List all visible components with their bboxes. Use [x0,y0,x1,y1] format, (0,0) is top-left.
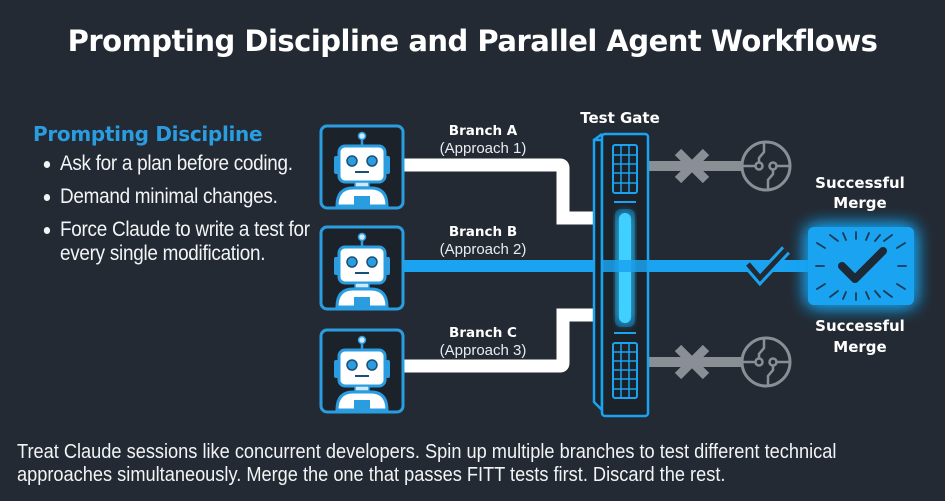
branch-c-label: Branch C [449,325,517,341]
discarded-node-icon [740,140,792,192]
merge-label-top: Merge [833,194,886,212]
bullet-item: Ask for a plan before coding. [33,152,321,176]
bullet-item: Demand minimal changes. [33,185,321,209]
merge-label-bottom: Successful [815,317,905,335]
x-mark-icon [674,344,710,380]
prompting-discipline-panel: Prompting Discipline Ask for a plan befo… [33,122,310,275]
merge-label-top: Successful [815,174,905,192]
discarded-node-icon [740,336,792,388]
branch-b-label: Branch B [449,224,517,240]
branch-c-approach: (Approach 3) [440,342,527,359]
bullet-item: Force Claude to write a test for every s… [33,218,321,266]
branch-a-path [403,158,608,225]
gate-grid-bottom [612,342,638,399]
robot-icon [319,225,405,311]
bullet-list: Ask for a plan before coding. Demand min… [33,152,310,266]
pass-check-icon [743,246,791,287]
section-heading: Prompting Discipline [33,122,263,146]
branch-c-path [403,308,608,373]
test-gate-label: Test Gate [580,109,660,127]
test-gate [592,132,650,418]
check-icon [838,247,887,283]
footer-description: Treat Claude sessions like concurrent de… [17,441,837,486]
branch-b-approach: (Approach 2) [440,241,527,258]
branch-a-approach: (Approach 1) [440,140,527,157]
robot-icon [319,328,405,414]
gate-grid-top [612,144,638,194]
page-title: Prompting Discipline and Parallel Agent … [67,24,878,58]
robot-icon [319,124,405,210]
merge-label-bottom: Merge [833,338,886,356]
branch-a-label: Branch A [449,123,518,139]
x-mark-icon [674,148,710,184]
merge-success-box [808,227,914,305]
